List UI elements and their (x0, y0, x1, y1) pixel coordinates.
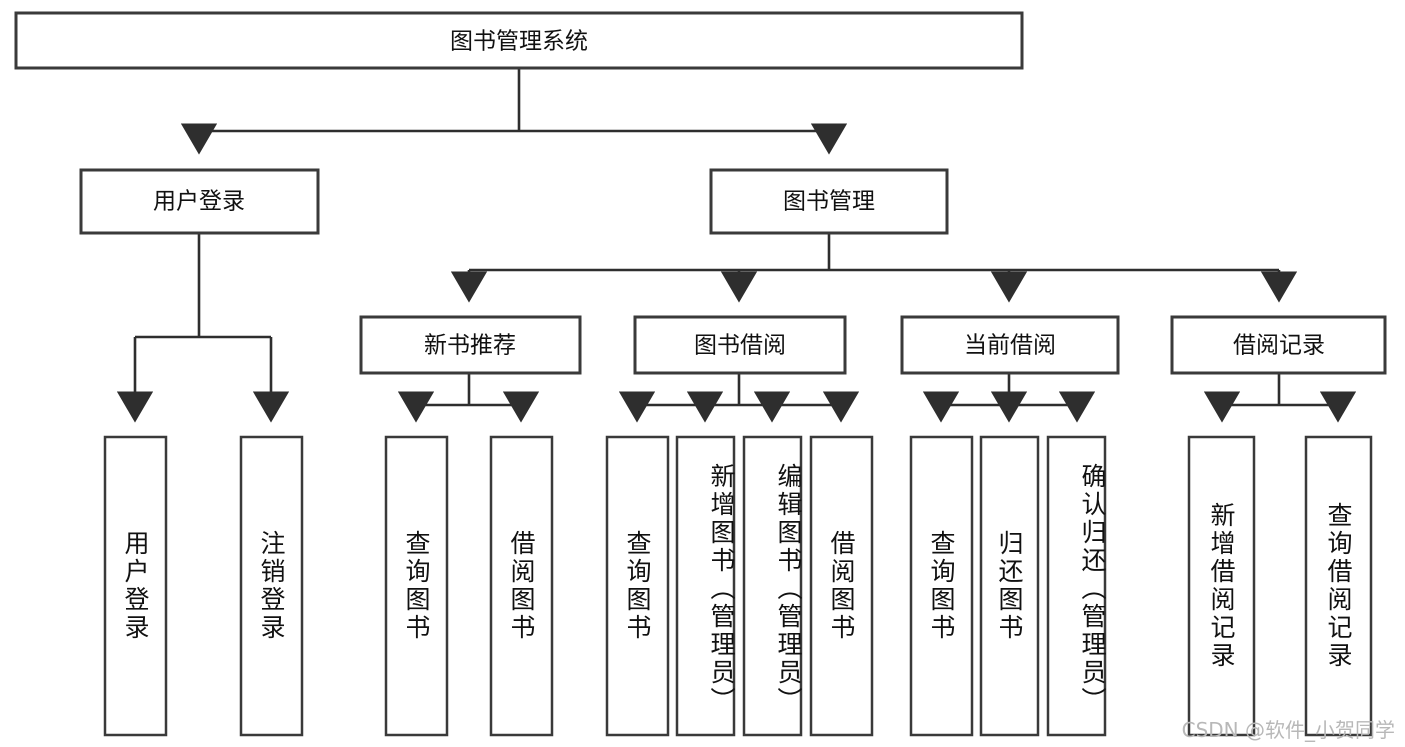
leaf-box-query-record[interactable] (1304, 435, 1373, 737)
node-borrow-record-box[interactable] (1170, 315, 1387, 375)
connector-group (116, 68, 1357, 423)
node-user-login[interactable]: 用户登录 (79, 168, 320, 235)
leaf-box-group (103, 435, 1373, 737)
node-root-label: 图书管理系统 (450, 29, 588, 55)
node-root-box[interactable] (14, 11, 1024, 70)
watermark-text: CSDN @软件_小贺同学 (1181, 718, 1395, 742)
node-new-book-recommend[interactable]: 新书推荐 (359, 315, 582, 375)
leaf-box-confirm-return-admin[interactable] (1046, 435, 1107, 737)
leaf-box-return-book[interactable] (979, 435, 1040, 737)
node-book-manage[interactable]: 图书管理 (709, 168, 949, 235)
node-book-borrow-label: 图书借阅 (694, 333, 786, 359)
node-new-book-recommend-label: 新书推荐 (424, 333, 516, 359)
node-user-login-box[interactable] (79, 168, 320, 235)
leaf-box-user-login[interactable] (103, 435, 168, 737)
leaf-box-query-book-1[interactable] (384, 435, 449, 737)
leaf-box-edit-book-admin[interactable] (742, 435, 803, 737)
node-root[interactable]: 图书管理系统 (14, 11, 1024, 70)
leaf-box-query-book-2[interactable] (605, 435, 670, 737)
node-current-borrow[interactable]: 当前借阅 (900, 315, 1120, 375)
node-book-borrow-box[interactable] (633, 315, 847, 375)
node-new-book-recommend-box[interactable] (359, 315, 582, 375)
leaf-box-borrow-book-2[interactable] (809, 435, 874, 737)
node-book-manage-label: 图书管理 (783, 189, 875, 215)
node-borrow-record[interactable]: 借阅记录 (1170, 315, 1387, 375)
node-current-borrow-label: 当前借阅 (964, 333, 1056, 359)
leaf-box-add-book-admin[interactable] (675, 435, 736, 737)
leaf-box-add-record[interactable] (1187, 435, 1256, 737)
node-book-manage-box[interactable] (709, 168, 949, 235)
node-current-borrow-box[interactable] (900, 315, 1120, 375)
leaf-box-query-book-3[interactable] (909, 435, 974, 737)
node-borrow-record-label: 借阅记录 (1233, 333, 1325, 359)
node-book-borrow[interactable]: 图书借阅 (633, 315, 847, 375)
leaf-box-logout[interactable] (239, 435, 304, 737)
leaf-box-borrow-book-1[interactable] (489, 435, 554, 737)
node-user-login-label: 用户登录 (153, 189, 245, 215)
